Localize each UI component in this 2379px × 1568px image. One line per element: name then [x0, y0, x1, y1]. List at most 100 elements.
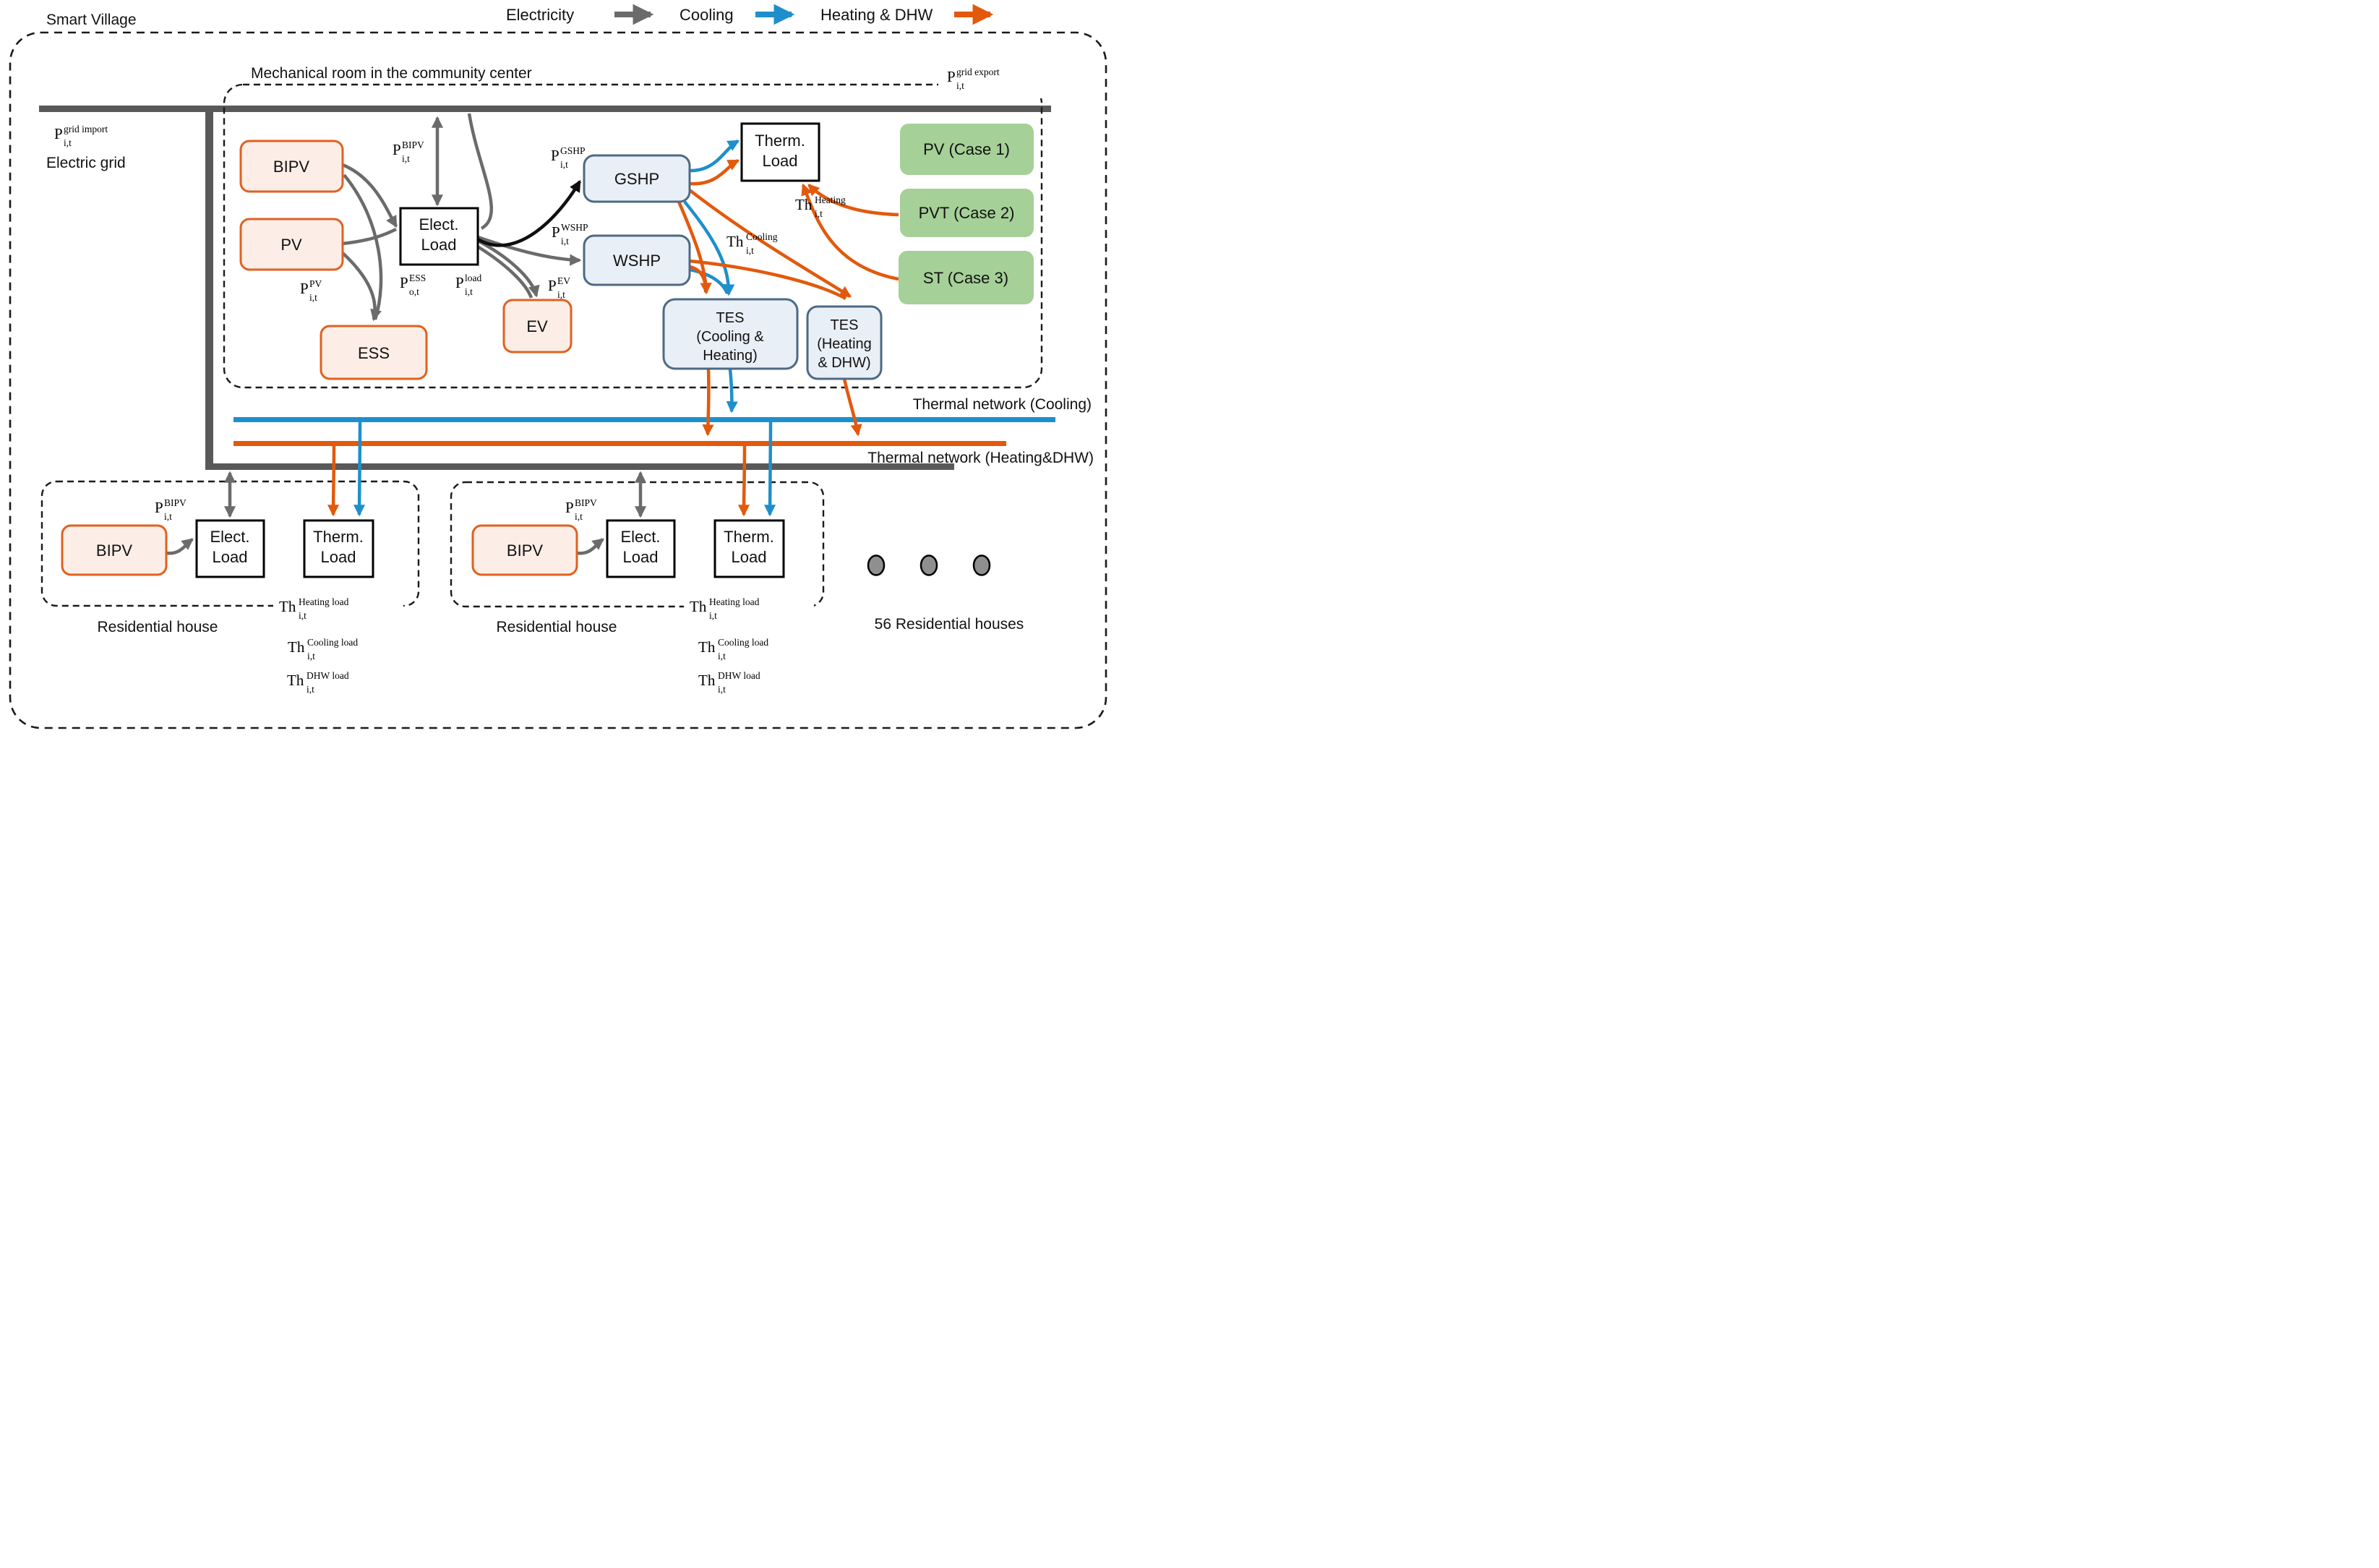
arrow-electload-to-ev-a: [476, 239, 540, 298]
label-p-ess: P ESS o,t: [400, 267, 430, 297]
house-right-therm-load: [713, 519, 785, 578]
arrow-gshp-to-tes-cooling: [683, 200, 735, 296]
arrow-bipv-to-ess: [343, 173, 383, 320]
arrow-wshp-to-tes-dhw: [689, 259, 847, 300]
node-st-case3-label: ST (Case 3): [923, 269, 1008, 287]
arrow-electload-to-gshp: [476, 179, 581, 247]
residential-house-right: BIPV Elect. Load Therm. Load: [471, 519, 785, 578]
label-p-bipv-mech: P BIPV i,t: [393, 134, 428, 164]
legend: Electricity Cooling Heating & DHW: [506, 4, 994, 25]
page-title: Smart Village: [46, 12, 137, 28]
section-titles: Smart Village Mechanical room in the com…: [46, 12, 1094, 635]
node-ev-label: EV: [526, 317, 548, 335]
arrow-tes-to-heating-network-b: [842, 378, 862, 437]
electric-grid-label: Electric grid: [46, 155, 126, 171]
node-tes2-line3: & DHW): [818, 355, 870, 371]
house-right-therm-label2: Load: [732, 548, 767, 566]
node-tes-heating-dhw: [806, 305, 883, 380]
arrow-wshp-to-tes-cooling: [689, 267, 729, 294]
node-bipv-label: BIPV: [273, 158, 309, 176]
label-p-wshp: P WSHP i,t: [552, 217, 592, 247]
arrow-gshp-to-thermload-cooling: [689, 140, 740, 173]
label-patch-heating-load-right: [684, 593, 814, 620]
residential-house-right-border: [450, 481, 825, 608]
label-p-grid-export: P grid export i,t: [947, 61, 1003, 91]
node-tes-cooling-heating: [662, 298, 799, 370]
electricity-bus: [39, 106, 1051, 470]
label-th-dhw-load-right: Th DHW load i,t: [698, 665, 764, 695]
arrow-gshp-to-tes-dhw: [688, 189, 852, 298]
house-right-elect-label2: Load: [623, 548, 659, 566]
label-th-dhw-load-left: Th DHW load i,t: [287, 665, 353, 695]
legend-cooling-label: Cooling: [680, 6, 734, 24]
node-wshp: [583, 234, 691, 286]
grid-bus-vertical: [205, 106, 213, 470]
house-left-bipv: [61, 524, 168, 576]
arrow-gshp-to-thermload-heating: [689, 159, 740, 186]
label-th-heating: Th Heating i,t: [795, 189, 849, 219]
node-pv: [239, 218, 344, 271]
house-dot-3: [972, 554, 991, 576]
label-th-cooling: Th Cooling i,t: [726, 226, 781, 256]
node-ess: [320, 325, 428, 380]
house-left-therm-load: [303, 519, 374, 578]
node-therm-load: [740, 122, 820, 182]
house-right-therm-label1: Therm.: [724, 528, 774, 546]
house-right-bipv: [471, 524, 578, 576]
label-p-pv: P PV i,t: [300, 273, 326, 303]
node-pv-case1-label: PV (Case 1): [923, 140, 1010, 158]
node-ev: [502, 299, 573, 354]
cooling-arrows: [353, 140, 776, 517]
label-th-heating-load-left: Th Heating load i,t: [279, 591, 353, 621]
house-left-elect-label2: Load: [213, 548, 248, 566]
legend-electricity-label: Electricity: [506, 6, 574, 24]
arrow-network-to-house-right-cooling: [763, 421, 776, 517]
arrow-network-to-house-right-heating: [737, 445, 750, 517]
node-elect-load: [399, 207, 479, 266]
arrow-pvt-to-thermload: [807, 184, 899, 217]
mechanical-room-title: Mechanical room in the community center: [251, 65, 532, 82]
label-patch-heating-load-left: [273, 593, 403, 620]
legend-heating-label: Heating & DHW: [820, 6, 933, 24]
arrow-st-to-thermload: [801, 183, 899, 281]
node-bipv: [239, 140, 344, 193]
node-pvt-case2: [900, 189, 1034, 237]
house-left-bipv-label: BIPV: [96, 541, 132, 560]
arrow-network-to-house-left-heating: [327, 445, 340, 517]
arrow-pv-to-electload: [342, 227, 398, 246]
grid-bus-top: [39, 106, 1051, 112]
thermal-network-cooling-line: [233, 417, 1055, 422]
residential-house-left-caption: Residential house: [98, 619, 218, 635]
node-therm-load-label: Therm.: [755, 132, 805, 150]
arrow-electload-to-ev-b: [475, 244, 533, 299]
label-p-grid-import: P grid import i,t: [54, 119, 111, 148]
label-patch-grid-export: [938, 61, 1058, 98]
diagram-canvas: BIPV PV ESS EV Elect. Load GSHP WSHP The…: [9, 4, 1107, 729]
mechanical-room-nodes: BIPV PV ESS EV Elect. Load GSHP WSHP The…: [239, 122, 1034, 380]
thermal-heating-label: Thermal network (Heating&DHW): [867, 450, 1094, 466]
node-tes1-line1: TES: [716, 310, 745, 326]
node-elect-load-label: Elect.: [419, 215, 458, 234]
node-wshp-label: WSHP: [613, 252, 661, 270]
node-ess-label: ESS: [358, 344, 390, 362]
arrow-house-right-bipv-to-electload: [576, 538, 604, 555]
label-p-bipv-house-left: P BIPV i,t: [155, 492, 190, 522]
arrow-electload-to-wshp: [477, 235, 582, 266]
house-dot-1: [867, 554, 886, 576]
residential-house-left: BIPV Elect. Load Therm. Load: [61, 519, 374, 578]
house-left-elect-label1: Elect.: [210, 528, 249, 546]
thermal-cooling-label: Thermal network (Cooling): [913, 396, 1092, 413]
house-left-elect-load: [195, 519, 265, 578]
flow-labels: P grid import i,t P grid export i,t P BI…: [54, 61, 1003, 695]
electricity-arrows: [166, 113, 647, 555]
arrow-network-to-house-left-cooling: [353, 421, 366, 517]
node-tes2-line1: TES: [831, 317, 859, 333]
node-therm-load-label2: Load: [763, 152, 798, 170]
house-right-elect-load: [606, 519, 676, 578]
node-pv-case1: [900, 124, 1034, 175]
node-gshp: [583, 154, 691, 203]
smart-village-diagram: BIPV PV ESS EV Elect. Load GSHP WSHP The…: [0, 0, 1117, 736]
label-p-gshp: P GSHP i,t: [551, 140, 589, 170]
house-left-therm-label1: Therm.: [313, 528, 364, 546]
smart-village-border: [9, 31, 1107, 729]
